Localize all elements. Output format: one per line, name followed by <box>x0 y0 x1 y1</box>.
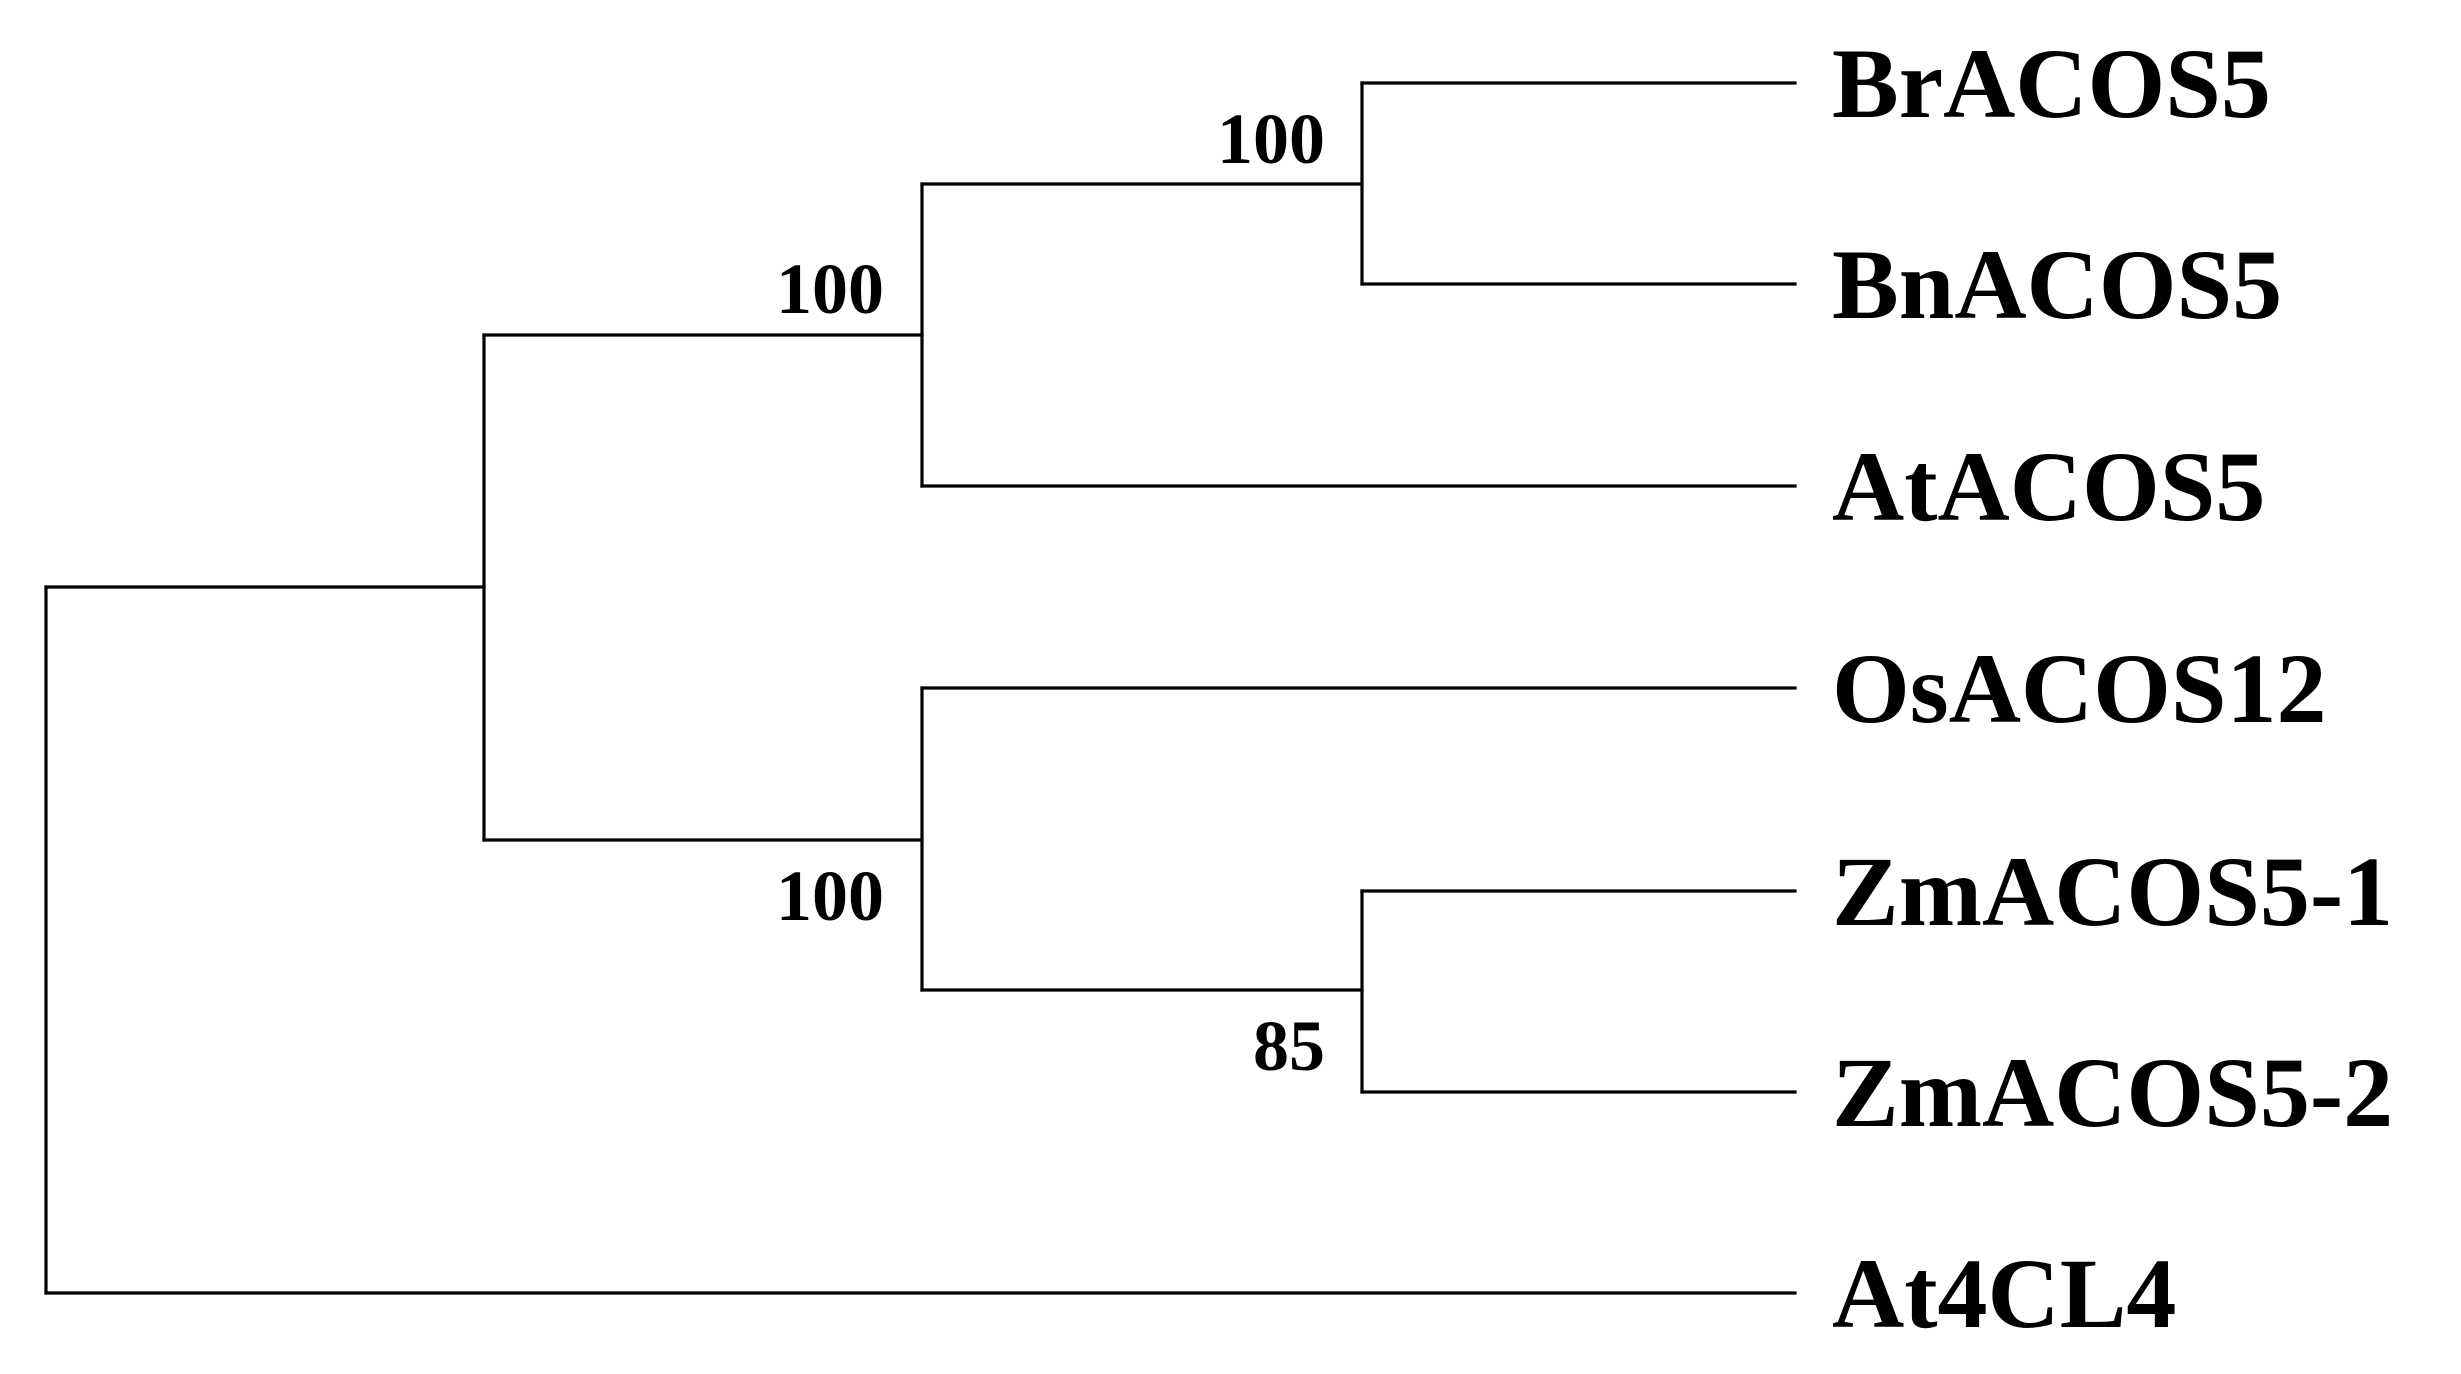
leaf-label-bnacos5: BnACOS5 <box>1832 229 2282 340</box>
leaf-label-at4cl4: At4CL4 <box>1832 1238 2176 1349</box>
maize-clade-node <box>1360 889 1797 1094</box>
root-node <box>44 585 1797 1295</box>
support-value-monocot-clade: 100 <box>776 856 884 936</box>
leaf-label-bracos5: BrACOS5 <box>1832 28 2271 139</box>
support-value-brassica-clade: 100 <box>1217 99 1325 179</box>
leaf-label-zmacos5-2: ZmACOS5-2 <box>1832 1037 2393 1148</box>
support-value-maize-clade: 85 <box>1253 1006 1325 1086</box>
brassica-clade-node <box>1360 81 1797 286</box>
dicot-acos5-clade-node <box>920 182 1797 488</box>
monocot-clade-node <box>920 686 1797 992</box>
ingroup-node <box>482 333 924 842</box>
leaf-label-osacos12: OsACOS12 <box>1832 633 2327 744</box>
leaf-label-atacos5: AtACOS5 <box>1832 431 2265 542</box>
support-value-dicot-clade: 100 <box>776 249 884 329</box>
leaf-label-zmacos5-1: ZmACOS5-1 <box>1832 836 2393 947</box>
